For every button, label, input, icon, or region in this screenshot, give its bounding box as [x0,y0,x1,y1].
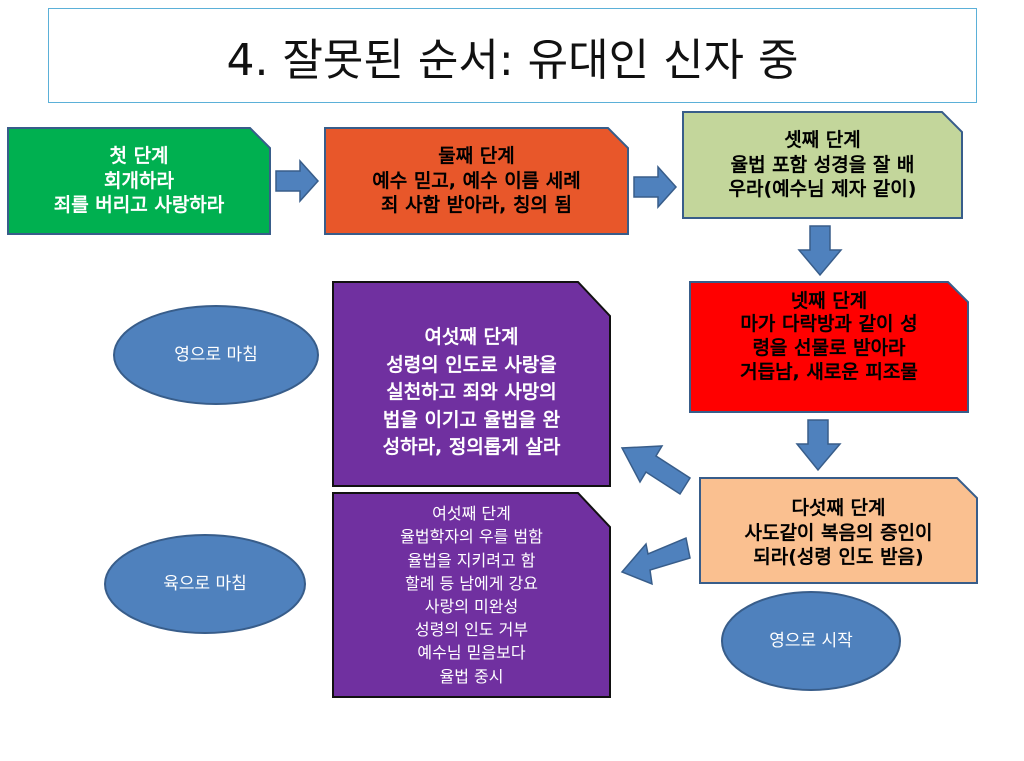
step6-line: 성하라, 정의롭게 살라 [382,436,561,459]
step6-line: 실천하고 죄와 사망의 [386,381,557,404]
step4-line: 거듭남, 새로운 피조물 [740,360,918,383]
arrow-right-icon [633,165,678,209]
ellipse-end-spirit [113,305,319,405]
ellipse-start-label: 영으로 시작 [769,630,853,651]
step6-flesh-line: 할례 등 남에게 강요 [404,573,539,593]
step3-box [682,111,963,219]
step4-heading: 넷째 단계 [790,289,868,312]
step6-heading: 여섯째 단계 [424,326,519,349]
step2-box [324,127,629,235]
step5-text: 다섯째 단계 사도같이 복음의 증인이 되라(성령 인도 받음) [700,483,977,583]
step1-text: 첫 단계 회개하라 죄를 버리고 사랑하라 [8,128,270,234]
step6-spirit-text: 여섯째 단계 성령의 인도로 사랑을 실천하고 죄와 사망의 법을 이기고 율법… [333,300,610,486]
step6-flesh-box [332,492,611,698]
step5-line: 사도같이 복음의 증인이 [744,521,933,544]
step5-heading: 다섯째 단계 [791,496,886,519]
step6-flesh-text: 여섯째 단계 율법학자의 우를 범함 율법을 지키려고 함 할례 등 남에게 강… [333,493,610,697]
step2-line: 예수 믿고, 예수 이름 세례 [372,169,581,192]
step6-flesh-line: 사랑의 미완성 [424,597,519,616]
step6-flesh-line: 율법 중시 [439,666,504,686]
step1-line: 회개하라 [104,169,174,192]
ellipse-end-spirit-label: 영으로 마침 [174,344,258,365]
step6-flesh-line: 성령의 인도 거부 [414,620,529,640]
step4-line: 마가 다락방과 같이 성 [740,313,918,336]
arrow-down-icon [797,225,843,277]
step2-line: 죄 사함 받아라, 칭의 됨 [381,194,572,217]
step2-heading: 둘째 단계 [438,144,515,167]
step1-line: 죄를 버리고 사랑하라 [53,194,225,217]
step5-box [699,477,978,584]
step1-heading: 첫 단계 [109,144,169,167]
step6-flesh-line: 율법을 지키려고 함 [407,550,536,570]
step6-flesh-line: 예수님 믿음보다 [417,643,526,663]
step4-box [689,281,969,413]
arrow-down-icon [795,419,842,472]
ellipse-end-flesh-label: 육으로 마침 [163,573,247,594]
step2-text: 둘째 단계 예수 믿고, 예수 이름 세례 죄 사함 받아라, 칭의 됨 [325,128,628,234]
step3-line: 우라(예수님 제자 같이) [728,178,917,201]
arrow-down-left-icon [620,536,691,586]
step6-flesh-heading: 여섯째 단계 [432,504,511,524]
ellipse-end-flesh [104,534,306,634]
arrow-up-left-icon [620,445,692,496]
slide-title: 4. 잘못된 순서: 유대인 신자 중 [48,8,977,103]
arrow-right-icon [275,159,320,203]
step6-spirit-box [332,281,611,487]
step3-line: 율법 포함 성경을 잘 배 [730,153,915,176]
step4-text: 넷째 단계 마가 다락방과 같이 성 령을 선물로 받아라 거듭남, 새로운 피… [690,282,968,392]
step4-line: 령을 선물로 받아라 [752,337,906,359]
ellipse-start [721,591,901,691]
step6-flesh-line: 율법학자의 우를 범함 [400,527,543,547]
step6-line: 법을 이기고 율법을 완 [382,408,561,431]
step5-line: 되라(성령 인도 받음) [753,546,924,569]
step1-box [7,127,271,235]
step3-text: 셋째 단계 율법 포함 성경을 잘 배 우라(예수님 제자 같이) [683,112,962,218]
step6-line: 성령의 인도로 사랑을 [386,353,557,376]
step3-heading: 셋째 단계 [784,128,861,151]
